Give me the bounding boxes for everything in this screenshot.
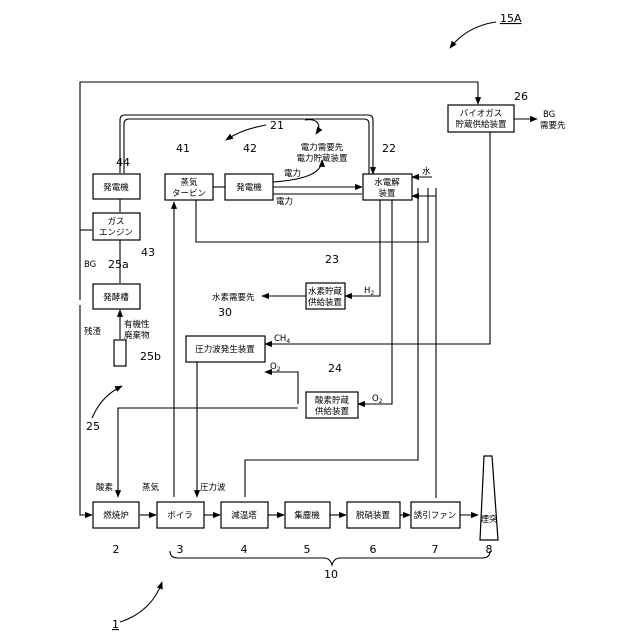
biogas-label-2: 貯蔵供給装置 [455,119,507,130]
generator-44-label: 発電機 [103,182,129,193]
organic-waste-label-1: 有機性 [124,319,150,330]
o2-storage-label-1: 酸素貯蔵 [315,395,350,406]
boiler-label: ボイラ [167,511,193,521]
waste-box [114,340,126,366]
power-demand-label-1: 電力需要先 [301,142,344,153]
ref-26: 26 [514,90,528,103]
ref-23: 23 [325,253,339,266]
ref-25a: 25a [108,258,129,271]
ref-44: 44 [116,156,130,169]
power-label-1: 電力 [284,168,301,179]
ref-42: 42 [243,142,257,155]
bg-demand-label-1: BG [543,110,555,120]
ref-10: 10 [324,568,338,581]
power-label-2: 電力 [276,196,293,207]
ref-24: 24 [328,362,342,375]
ref-7: 7 [432,543,439,556]
furnace-label: 燃焼炉 [103,510,129,521]
steam-turbine-label-2: タービン [172,189,206,199]
denitration-label: 脱硝装置 [356,510,391,521]
oxygen-label: 酸素 [96,482,114,493]
h2-label: H2 [364,286,374,297]
ref-25: 25 [86,420,100,433]
electrolyzer-label-1: 水電解 [374,177,400,188]
ref-1: 1 [112,618,119,631]
biogas-label-1: バイオガス [460,108,503,119]
pressure-wave-flow-label: 圧力波 [200,482,226,493]
h2-storage-label-2: 供給装置 [308,297,343,308]
bg-label: BG [84,260,96,270]
fermenter-label: 発酵槽 [103,292,129,303]
chimney-label: 煙突 [480,514,498,525]
pressure-wave-label: 圧力波発生装置 [195,344,255,355]
ref-41: 41 [176,142,190,155]
fan-label: 誘引ファン [414,510,457,521]
o2-label-b: O2 [372,394,383,405]
ref-21: 21 [270,119,284,132]
ref-6: 6 [370,543,377,556]
ch4-label: CH4 [274,334,290,345]
o2-storage-label-2: 供給装置 [315,406,350,417]
chimney-shape [480,456,498,540]
electrolyzer-label-2: 装置 [378,188,396,199]
gas-engine-label-1: ガス [107,216,124,227]
cooling-tower-label: 減温塔 [231,510,257,521]
h2-demand-label: 水素需要先 [212,292,255,303]
gas-engine-label-2: エンジン [99,228,133,238]
steam-turbine-label-1: 蒸気 [180,177,198,188]
steam-label: 蒸気 [142,482,160,493]
dust-collector-label: 集塵機 [294,510,320,521]
ref-15a: 15A [500,12,522,25]
organic-waste-label-2: 廃棄物 [124,330,150,341]
ref-2: 2 [113,543,120,556]
box-labels: 燃焼炉 ボイラ 減温塔 集塵機 脱硝装置 誘引ファン 煙突 発電機 ガス エンジ… [99,108,507,525]
ref-8: 8 [486,543,493,556]
boxes [93,105,514,540]
h2-storage-label-1: 水素貯蔵 [308,286,343,297]
generator-42-label: 発電機 [236,182,262,193]
ref-25b: 25b [140,350,161,363]
water-label: 水 [422,166,431,177]
o2-label-a: O2 [270,362,281,373]
ref-22: 22 [382,142,396,155]
ref-3: 3 [177,543,184,556]
ref-30: 30 [218,306,232,319]
residue-label: 残渣 [84,326,102,337]
bg-demand-label-2: 需要先 [540,120,566,131]
ref-5: 5 [304,543,311,556]
ref-43: 43 [141,246,155,259]
ref-4: 4 [241,543,248,556]
power-demand-label-2: 電力貯蔵装置 [296,153,348,164]
